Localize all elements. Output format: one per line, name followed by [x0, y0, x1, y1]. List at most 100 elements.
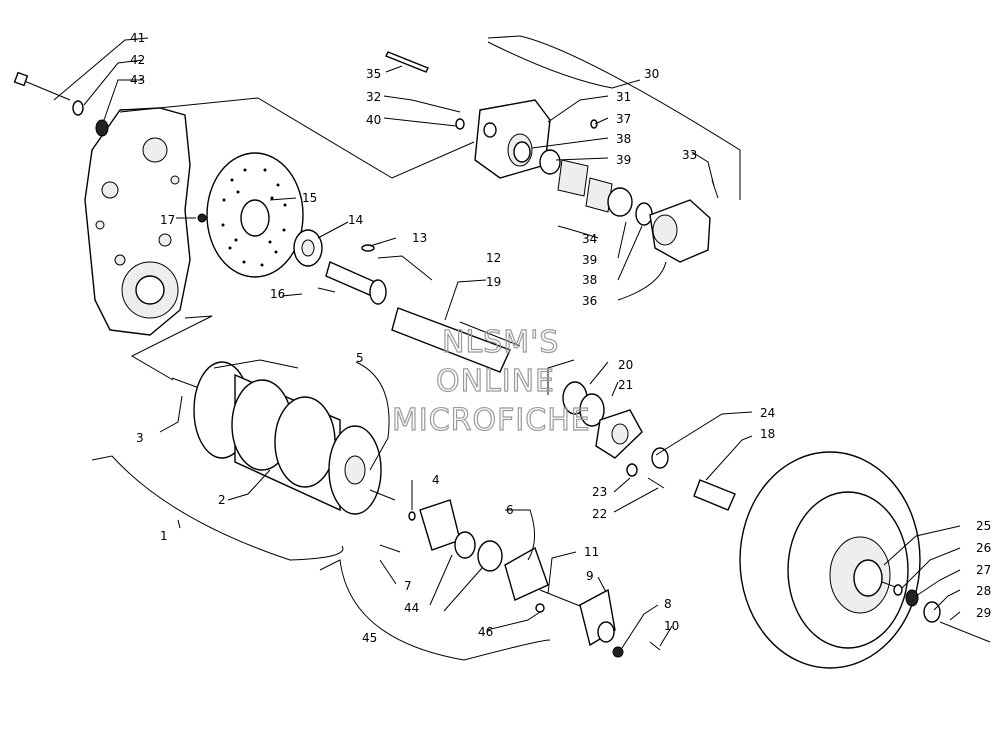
bracket-9 [579, 588, 616, 647]
callout-8: 8 [664, 597, 672, 611]
watermark: NLSM'S ONLINE MICROFICHE [391, 324, 591, 438]
callout-31: 31 [616, 90, 631, 104]
bolt-22 [647, 477, 665, 489]
shaft-12 [325, 261, 387, 305]
callout-44: 44 [404, 601, 419, 615]
callout-41: 41 [130, 31, 145, 45]
pin-35 [385, 51, 429, 73]
washer-24 [651, 447, 669, 469]
washer-28 [923, 601, 941, 623]
callout-11: 11 [584, 545, 599, 559]
watermark-line-1: NLSM'S [442, 325, 559, 360]
callout-17: 17 [160, 213, 175, 227]
callout-26: 26 [976, 541, 991, 555]
washer-4 [408, 511, 416, 521]
callout-27: 27 [976, 563, 991, 577]
spacer-46 [535, 603, 545, 613]
callout-13: 13 [412, 231, 427, 245]
callout-5: 5 [356, 351, 364, 365]
callout-15: 15 [302, 191, 317, 205]
callout-37: 37 [616, 112, 631, 126]
callout-10: 10 [664, 619, 679, 633]
leader-lines [53, 35, 961, 661]
callout-45: 45 [362, 631, 377, 645]
seal-37 [590, 119, 598, 129]
brake-disc [206, 152, 304, 278]
hub-14 [293, 229, 323, 267]
callout-39: 39 [616, 153, 631, 167]
callout-42: 42 [130, 53, 145, 67]
callout-16: 16 [270, 287, 285, 301]
callout-46: 46 [478, 625, 493, 639]
callout-36: 36 [582, 294, 597, 308]
callout-35: 35 [366, 67, 381, 81]
piston-39 [539, 149, 561, 175]
rod-11 [539, 589, 586, 609]
callout-38-lower: 38 [582, 273, 597, 287]
bolt-7 [379, 544, 401, 553]
driven-pulley [739, 451, 921, 669]
callout-32: 32 [366, 90, 381, 104]
tube-19 [391, 307, 521, 373]
bearing-flange-right [504, 546, 549, 601]
nut-17 [197, 213, 207, 223]
engine-case [84, 107, 191, 336]
drive-sprockets [193, 361, 396, 515]
callout-labels: 41 42 43 35 32 40 30 31 37 38 39 33 15 1… [130, 31, 991, 645]
callout-34: 34 [582, 232, 597, 246]
callout-38: 38 [616, 132, 631, 146]
callout-6: 6 [506, 503, 514, 517]
key-13 [361, 244, 375, 252]
bearing-20b [579, 393, 605, 427]
washer-23 [626, 463, 638, 477]
washer-40 [455, 118, 465, 130]
piston-39-lower [607, 187, 633, 217]
callout-7: 7 [404, 579, 412, 593]
callout-4: 4 [432, 473, 440, 487]
washer-26 [893, 584, 903, 596]
flange-21 [595, 409, 643, 459]
callout-12: 12 [486, 251, 501, 265]
bolt-32 [411, 99, 461, 113]
callout-23: 23 [592, 485, 607, 499]
callout-24: 24 [760, 406, 775, 420]
callout-14: 14 [348, 213, 363, 227]
screw-16 [317, 287, 336, 293]
bolt-41 [13, 71, 71, 101]
brake-pads-34 [557, 159, 613, 213]
bolt-10 [649, 641, 661, 651]
callout-30: 30 [644, 67, 659, 81]
callout-3: 3 [136, 431, 144, 445]
callout-20: 20 [618, 358, 633, 372]
spacer-18 [693, 479, 736, 511]
callout-28: 28 [976, 584, 991, 598]
callout-9: 9 [586, 569, 594, 583]
washer-43 [95, 119, 109, 137]
nut-8 [612, 646, 624, 658]
callout-40: 40 [366, 113, 381, 127]
callout-19: 19 [486, 275, 501, 289]
bearing-44a [454, 531, 476, 559]
callout-29: 29 [976, 606, 991, 620]
seal-38-lower [635, 202, 653, 226]
callout-33: 33 [682, 148, 697, 162]
washer-42 [72, 100, 84, 116]
washer-27 [905, 589, 919, 607]
callout-18: 18 [760, 427, 775, 441]
callout-39-lower: 39 [582, 253, 597, 267]
caliper-body [474, 99, 551, 179]
callout-25: 25 [976, 519, 991, 533]
watermark-line-3: MICROFICHE [392, 403, 591, 438]
callout-43: 43 [130, 73, 145, 87]
seal-38 [513, 141, 531, 163]
bearing-44b [477, 540, 503, 572]
caliper-half-36 [649, 199, 711, 263]
callout-22: 22 [592, 507, 607, 521]
bearing-flange-left [419, 499, 461, 551]
watermark-line-2: ONLINE [436, 364, 555, 399]
callout-2: 2 [218, 493, 226, 507]
bolt-29 [939, 621, 991, 643]
callout-1: 1 [160, 529, 168, 543]
callout-21: 21 [618, 378, 633, 392]
